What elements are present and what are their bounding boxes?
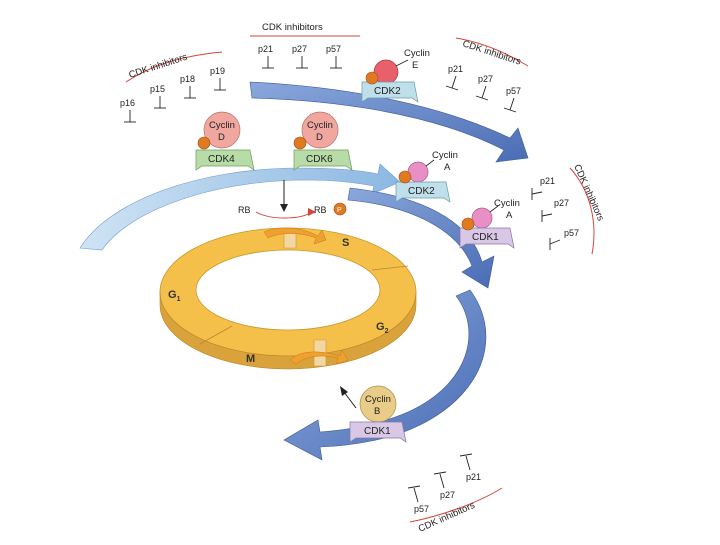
- inhibitor-p57: p57: [414, 504, 429, 514]
- inhibitor-p57: p57: [564, 228, 579, 238]
- phase-m-label: M: [246, 353, 255, 365]
- cyclin-d-blob: [301, 111, 339, 149]
- complex-cyclinD-cdk6: Cyclin D CDK6: [293, 111, 353, 171]
- inhibitor-title: CDK inhibitors: [571, 163, 606, 223]
- inhibitor-p57: p57: [326, 44, 341, 54]
- complex-cyclinD-cdk4: Cyclin D CDK4: [195, 111, 255, 171]
- cyclin-label: Cyclin: [307, 120, 333, 131]
- phosphate-dot: [398, 170, 412, 184]
- cyclin-sub-label: D: [218, 132, 225, 143]
- arrow-top-dark: [249, 81, 529, 163]
- cdk-label: CDK4: [208, 154, 235, 165]
- inhibitors-top-left: CDK inhibitors p16 p15 p18 p19: [120, 51, 226, 123]
- cell-cycle-ring: G1 S G2 M: [159, 227, 417, 370]
- inhibitor-p21: p21: [258, 44, 273, 54]
- inhibitor-p57: p57: [506, 86, 521, 96]
- phase-g1-label: G1: [168, 289, 181, 303]
- cyclin-label: Cyclin: [365, 394, 391, 405]
- phosphate-dot: [461, 217, 475, 231]
- phosphate-dot: [293, 136, 307, 150]
- complex-cyclinA-cdk1: Cyclin A CDK1: [459, 198, 520, 249]
- cyclin-sub-label: D: [316, 132, 323, 143]
- inhibitors-top-right: CDK inhibitors p21 p27 p57: [445, 37, 529, 113]
- cyclin-sub-label: E: [412, 60, 418, 71]
- rb-phospho-label: RB: [314, 205, 327, 215]
- inhibitor-p19: p19: [210, 66, 225, 76]
- inhibitor-p27: p27: [292, 44, 307, 54]
- cyclinB-arrow: [343, 391, 357, 409]
- cdk-label: CDK6: [306, 154, 333, 165]
- cyclin-a-blob: [471, 207, 493, 229]
- phase-s-label: S: [342, 237, 349, 249]
- inhibitors-right: CDK inhibitors p21 p27 p57: [531, 163, 606, 255]
- inhibitor-p16: p16: [120, 98, 135, 108]
- rb-label: RB: [238, 205, 251, 215]
- inhibitor-p18: p18: [180, 74, 195, 84]
- inhibitors-top: CDK inhibitors p21 p27 p57: [250, 22, 360, 69]
- cdk-label: CDK1: [364, 426, 391, 437]
- cyclin-a-blob: [407, 161, 429, 183]
- cdk-label: CDK1: [472, 232, 499, 243]
- cyclin-label: Cyclin: [432, 150, 458, 161]
- inhibitor-title: CDK inhibitors: [461, 38, 522, 67]
- complex-cyclinE-cdk2: Cyclin E CDK2: [361, 48, 430, 103]
- inhibitor-p15: p15: [150, 84, 165, 94]
- complex-cyclinA-cdk2: Cyclin A CDK2: [395, 150, 458, 203]
- phosphate-mark: P: [337, 207, 342, 214]
- cyclin-label: Cyclin: [404, 48, 430, 59]
- inhibitor-p21: p21: [466, 472, 481, 482]
- cyclin-label: Cyclin: [209, 120, 235, 131]
- cdk-label: CDK2: [408, 186, 435, 197]
- inhibitors-bottom: CDK inhibitors p57 p27 p21: [407, 453, 503, 535]
- inhibitor-p27: p27: [478, 74, 493, 84]
- rb-phosphorylation: RB RB P: [238, 180, 347, 219]
- inhibitor-p21: p21: [540, 176, 555, 186]
- cyclin-d-blob: [203, 111, 241, 149]
- inhibitor-p27: p27: [440, 490, 455, 500]
- inhibitor-p27: p27: [554, 198, 569, 208]
- inhibitor-title: CDK inhibitors: [262, 22, 323, 33]
- cdk-label: CDK2: [374, 86, 401, 97]
- cyclin-sub-label: A: [506, 210, 513, 221]
- phosphate-dot: [365, 71, 379, 85]
- complex-cyclinB-cdk1: Cyclin B CDK1: [349, 385, 407, 443]
- inhibitor-p21: p21: [448, 64, 463, 74]
- cyclin-label: Cyclin: [494, 198, 520, 209]
- cyclin-sub-label: B: [374, 406, 380, 417]
- phase-g2-label: G2: [376, 321, 389, 335]
- phosphate-dot: [197, 136, 211, 150]
- cyclin-sub-label: A: [444, 162, 451, 173]
